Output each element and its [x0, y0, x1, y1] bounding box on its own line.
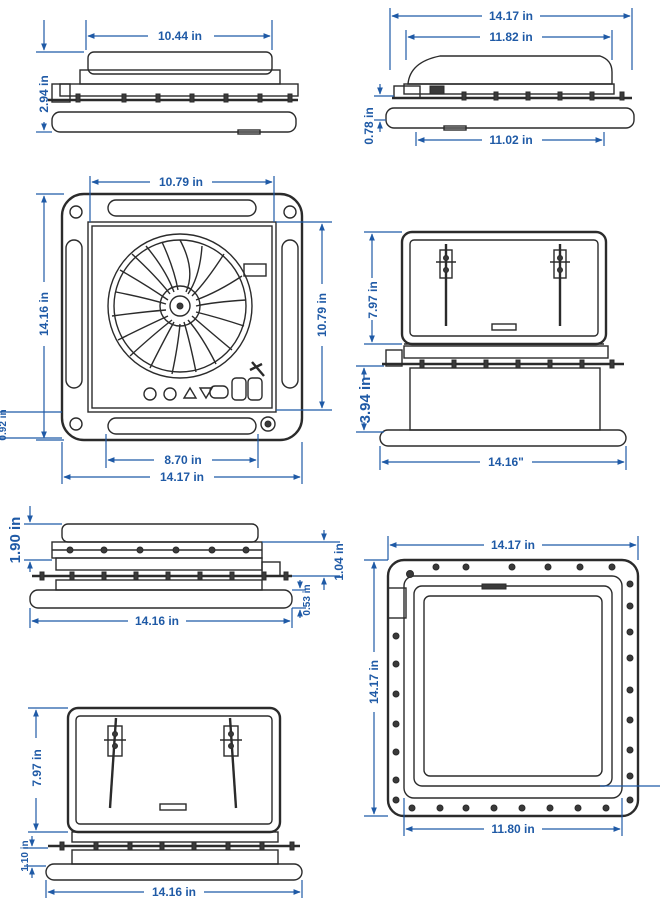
dim-open-front-width: 14.16 in — [45, 880, 303, 899]
dim-closed-side-height: 1.90 in — [7, 506, 62, 572]
label-top-right-outer: 14.17 in — [489, 9, 533, 23]
dim-bottom-outer-width: 14.17 in — [387, 536, 639, 560]
label-plan-small-left: 0.92 in — [0, 409, 9, 440]
label-open-side-base: 3.94 in — [357, 377, 374, 424]
label-closed-side-small: 0.53 in — [302, 584, 313, 615]
label-open-front-base: 1.10 in — [20, 840, 31, 871]
label-open-front-width: 14.16 in — [152, 885, 196, 899]
label-bottom-outer-height: 14.17 in — [367, 660, 381, 704]
label-open-front-height: 7.97 in — [30, 749, 44, 786]
dim-plan-height: 14.16 in — [36, 193, 64, 441]
label-open-side-width: 14.16" — [488, 455, 524, 469]
bolt-row — [75, 93, 293, 103]
label-bottom-inner-width: 11.80 in — [491, 822, 534, 836]
label-plan-height: 14.16 in — [37, 292, 51, 336]
label-plan-inner-width: 10.79 in — [159, 175, 203, 189]
label-top-right-height: 0.78 in — [362, 107, 376, 144]
dim-plan-inner-width: 10.79 in — [89, 175, 275, 222]
side-view-open-right — [379, 230, 627, 447]
dim-plan-bottom-outer: 14.17 in — [61, 442, 303, 484]
label-bottom-outer-width: 14.17 in — [491, 538, 535, 552]
label-open-side-height: 7.97 in — [366, 281, 380, 318]
plan-view-fan — [60, 192, 304, 442]
bolt-row-front — [59, 841, 295, 851]
label-plan-right-height: 10.79 in — [315, 293, 329, 337]
lift-arm-left — [436, 244, 456, 326]
label-closed-side-width: 14.16 in — [135, 614, 179, 628]
label-plan-bottom-outer: 14.17 in — [160, 470, 204, 484]
lift-arm-right — [550, 244, 570, 326]
bolt-holes — [392, 563, 634, 812]
dim-plan-bottom-inner: 8.70 in — [105, 434, 259, 468]
label-top-right-base: 11.02 in — [489, 133, 532, 147]
label-plan-bottom-inner: 8.70 in — [164, 453, 201, 467]
dim-top-right-lid: 11.82 in — [405, 30, 613, 60]
dim-open-side-width: 14.16" — [379, 446, 627, 470]
dim-open-side-base: 3.94 in — [356, 365, 384, 433]
dim-top-left-height: 2.94 in — [36, 20, 84, 133]
side-view-closed-top-right — [385, 55, 635, 131]
dim-closed-side-width: 14.16 in — [29, 608, 293, 628]
dim-bottom-inner-width: 11.80 in — [403, 798, 623, 836]
side-view-closed-top-left — [48, 51, 299, 135]
fan-assembly — [107, 233, 253, 379]
bolt-row-closed-upper — [66, 546, 250, 554]
side-view-closed-middle — [29, 523, 293, 609]
dim-open-side-height: 7.97 in — [364, 231, 402, 345]
dim-top-left-width: 10.44 in — [85, 20, 273, 50]
bolt-row-closed-lower — [39, 571, 289, 581]
label-top-left-height: 2.94 in — [37, 75, 51, 112]
dim-top-right-height: 0.78 in — [362, 84, 394, 145]
dim-closed-side-right: 1.04 in — [262, 530, 346, 590]
dim-plan-right-height: 10.79 in — [276, 221, 332, 411]
lift-arm-front-right — [220, 717, 242, 809]
dim-bottom-outer-height: 14.17 in — [364, 559, 388, 817]
label-top-right-lid: 11.82 in — [489, 30, 532, 44]
label-closed-side-right: 1.04 in — [332, 543, 346, 580]
front-view-open — [45, 706, 303, 881]
dim-top-right-base: 11.02 in — [415, 132, 605, 147]
dim-plan-small-left: 0.92 in — [0, 409, 62, 441]
lift-arm-front-left — [104, 717, 126, 809]
dim-top-right-outer: 14.17 in — [389, 8, 633, 70]
label-top-left-width: 10.44 in — [158, 29, 202, 43]
dim-open-front-height: 7.97 in — [28, 707, 68, 833]
label-closed-side-height: 1.90 in — [7, 517, 24, 564]
dim-open-front-base: 1.10 in — [20, 836, 48, 878]
bolt-row-right — [461, 91, 625, 101]
dim-closed-side-small: 0.53 in — [292, 580, 313, 618]
bottom-plan-view — [386, 558, 640, 818]
bolt-row-open — [419, 359, 615, 369]
